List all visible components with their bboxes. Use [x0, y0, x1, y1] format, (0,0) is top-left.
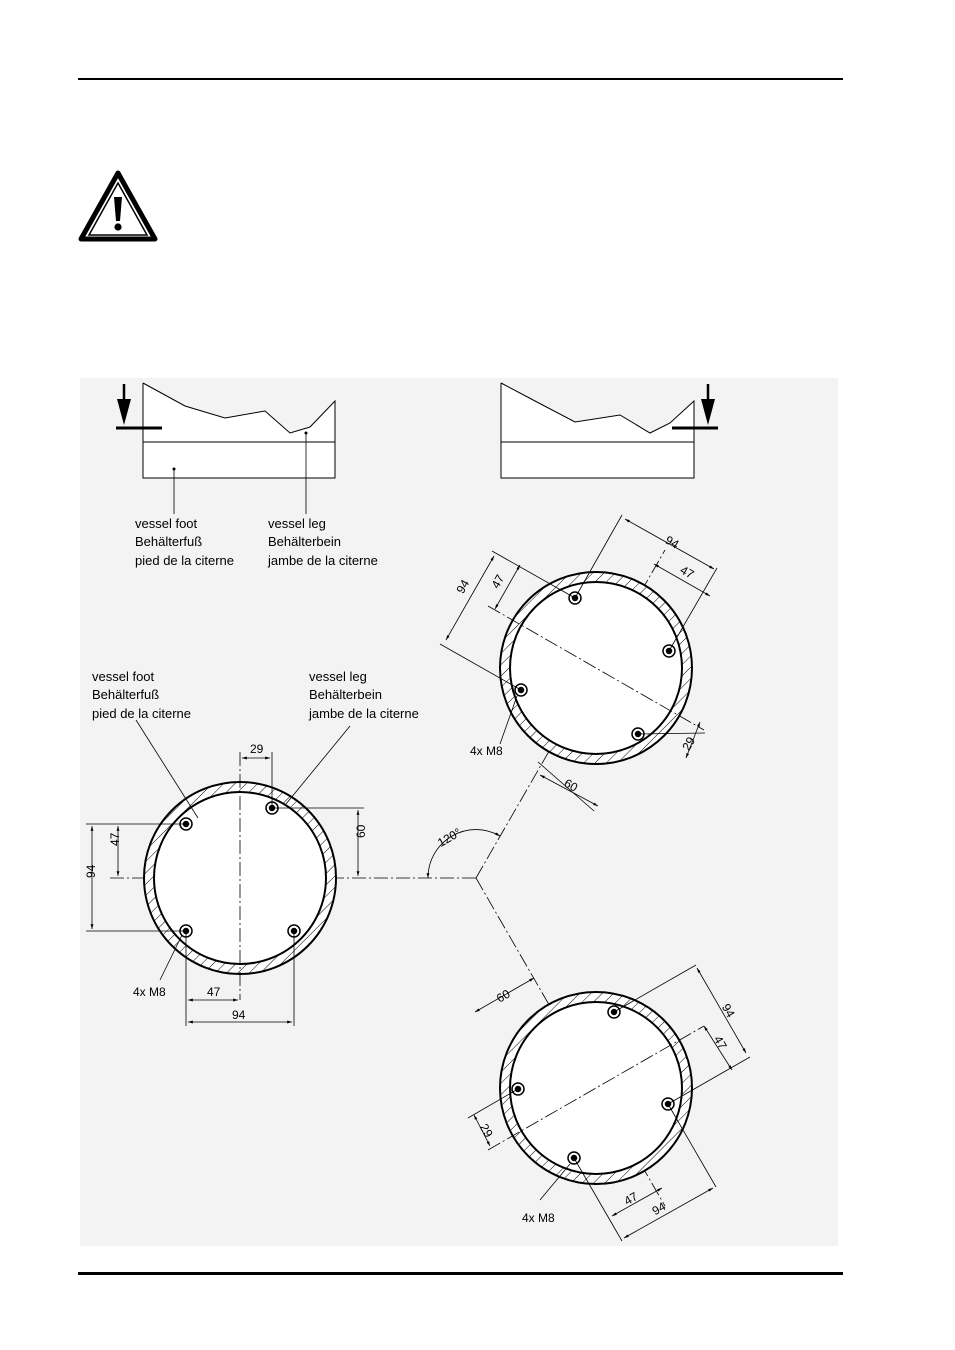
dim-94-lr: 94 [719, 1001, 738, 1020]
bolt-spec-lr: 4x M8 [522, 1211, 555, 1225]
dim-47-h: 47 [207, 985, 221, 999]
dim-47-lr: 47 [711, 1033, 730, 1052]
leg-label-fr: jambe de la citerne [267, 553, 378, 568]
dim-29-lr: 29 [477, 1121, 496, 1140]
bolt-spec-left: 4x M8 [133, 985, 166, 999]
dim-29-ur: 29 [679, 734, 698, 753]
section-arrow-icon [117, 399, 131, 425]
footprint-left: 94 47 60 29 47 94 4x M8 [84, 720, 368, 1026]
dim-60-lr: 60 [494, 986, 513, 1005]
leg-label-de-2: Behälterbein [309, 687, 382, 702]
foot-label-fr: pied de la citerne [135, 553, 234, 568]
leg-label-en-2: vessel leg [309, 669, 367, 684]
footprint-lower-right: 94 47 94 47 29 60 4x M8 [468, 965, 750, 1241]
foot-label-en: vessel foot [135, 516, 198, 531]
dim-94-v: 94 [84, 864, 98, 878]
dim-60-v: 60 [354, 824, 368, 838]
leg-label-en: vessel leg [268, 516, 326, 531]
dim-47-ur: 47 [488, 572, 507, 591]
top-rule [78, 78, 843, 80]
dim-94-h: 94 [232, 1008, 246, 1022]
side-view-right [501, 383, 718, 478]
foot-label-de: Behälterfuß [135, 534, 202, 549]
dim-47-lr-2: 47 [622, 1189, 641, 1208]
foot-label-fr-2: pied de la citerne [92, 706, 191, 721]
dim-94-ur: 94 [453, 577, 472, 596]
installation-drawing: vessel foot Behälterfuß pied de la citer… [80, 378, 838, 1246]
footprint-upper-right: 94 47 94 47 29 60 4x M8 [440, 515, 717, 811]
dim-60-ur: 60 [562, 776, 581, 795]
bottom-rule [78, 1272, 843, 1275]
foot-label-de-2: Behälterfuß [92, 687, 159, 702]
dim-47-v: 47 [108, 832, 122, 846]
angle-label: 120° [435, 825, 464, 850]
warning-icon [78, 170, 158, 242]
dim-29-h: 29 [250, 742, 264, 756]
leg-label-fr-2: jambe de la citerne [308, 706, 419, 721]
section-arrow-icon [701, 399, 715, 425]
foot-label-en-2: vessel foot [92, 669, 155, 684]
bolt-spec-ur: 4x M8 [470, 744, 503, 758]
dim-94-lr-2: 94 [650, 1199, 669, 1218]
side-view-left [116, 383, 335, 514]
leg-label-de: Behälterbein [268, 534, 341, 549]
